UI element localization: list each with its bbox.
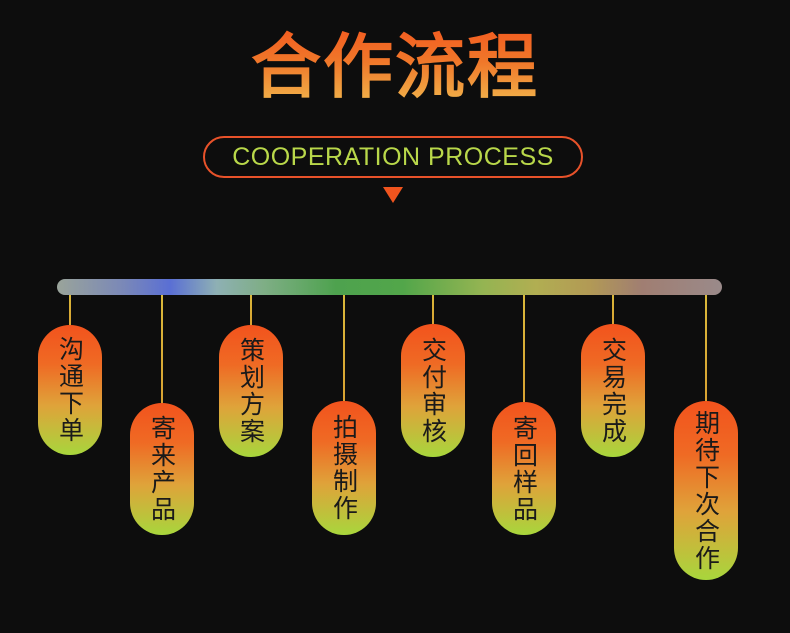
step-pill: 拍摄制作 <box>312 401 376 535</box>
step-connector <box>161 295 163 403</box>
step-pill: 期待下次合作 <box>674 401 738 580</box>
step-label: 期待下次合作 <box>691 409 721 572</box>
down-triangle-icon <box>383 187 403 203</box>
step-connector <box>250 295 252 325</box>
step-connector <box>343 295 345 401</box>
step-connector <box>432 295 434 324</box>
step-pill: 交付审核 <box>401 324 465 457</box>
step-pill: 策划方案 <box>219 325 283 457</box>
step-pill: 沟通下单 <box>38 325 102 455</box>
step-pill: 交易完成 <box>581 324 645 457</box>
step-label: 交易完成 <box>598 336 628 445</box>
subtitle-badge: COOPERATION PROCESS <box>203 136 583 178</box>
step-connector <box>69 295 71 325</box>
timeline-bar <box>57 279 722 295</box>
step-connector <box>705 295 707 401</box>
step-pill: 寄回样品 <box>492 402 556 535</box>
step-connector <box>523 295 525 402</box>
step-label: 沟通下单 <box>55 336 85 444</box>
subtitle-text: COOPERATION PROCESS <box>232 142 554 171</box>
step-pill: 寄来产品 <box>130 403 194 535</box>
step-label: 寄来产品 <box>147 415 177 523</box>
step-label: 交付审核 <box>418 336 448 445</box>
page-title: 合作流程 <box>0 22 790 112</box>
step-label: 策划方案 <box>236 337 266 445</box>
step-label: 拍摄制作 <box>329 414 359 522</box>
step-label: 寄回样品 <box>509 414 539 523</box>
step-connector <box>612 295 614 324</box>
